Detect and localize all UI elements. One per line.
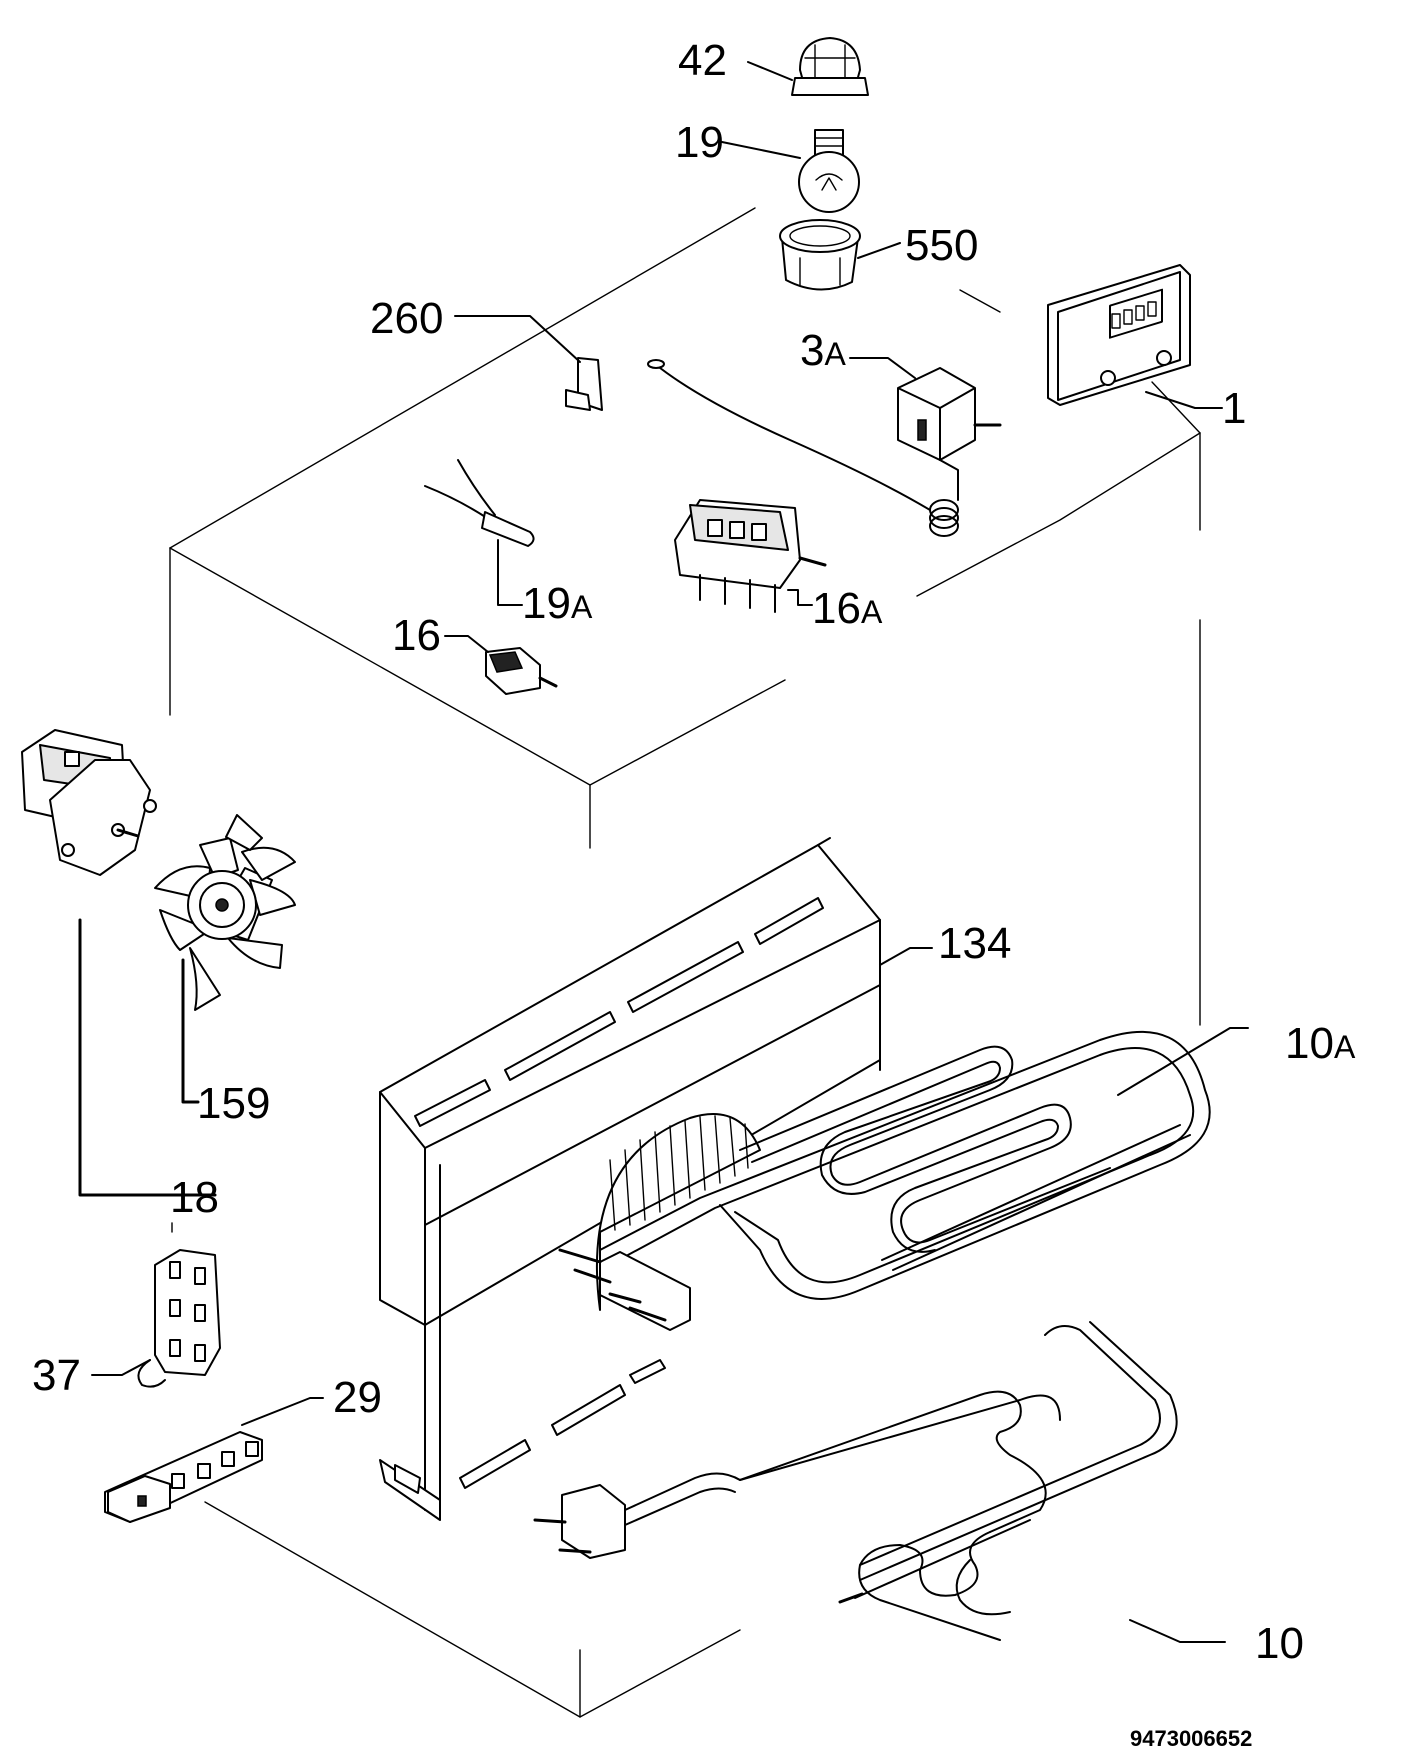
switch-contacts [707,519,767,541]
label-19A: 19A [522,579,593,628]
fan-motor-part-18 [21,729,217,1197]
label-29: 29 [333,1373,382,1422]
fan-grille [596,1113,761,1311]
clip-part-260 [454,315,603,411]
label-19A-suffix: A [571,589,593,625]
rear-panel-part-134 [379,837,933,1521]
label-550: 550 [905,221,978,270]
label-3A: 3A [800,326,846,375]
panel-slots-bottom [459,1359,666,1489]
capillary-coil [929,499,959,537]
drawing-code: 9473006652 [1130,1726,1252,1751]
fan-blade-part-159 [154,814,296,1104]
lamp-glass-part-550 [779,219,901,291]
label-10A-number: 10 [1285,1019,1334,1068]
label-3A-number: 3 [800,326,824,375]
part-labels: 42 19 550 260 3A 1 19A 16A 16 134 10A 15… [32,36,1356,1751]
safety-thermostat-part-37 [91,1249,221,1388]
terminal-block-part-29 [104,1397,324,1523]
lamp-cover-part-42 [747,37,869,96]
label-18: 18 [170,1173,219,1222]
label-37: 37 [32,1351,81,1400]
label-260: 260 [370,294,443,343]
push-switch-part-16 [444,635,558,695]
label-10A-suffix: A [1334,1029,1356,1065]
label-16A-suffix: A [861,594,883,630]
grill-serpentine [739,1045,1111,1253]
label-1: 1 [1222,384,1246,433]
label-19A-number: 19 [522,579,571,628]
label-19: 19 [675,118,724,167]
label-16: 16 [392,611,441,660]
label-42: 42 [678,36,727,85]
label-3A-suffix: A [824,336,846,372]
thermostat-part-3A [647,357,1002,537]
switch-terminals [699,574,776,613]
selector-switch-part-16A [674,499,827,613]
oven-cavity-outline [169,207,1201,1718]
panel-slots-top [414,897,824,1127]
label-10A: 10A [1285,1019,1356,1068]
sensor-probe-part-19A [424,459,535,606]
lamp-bulb-part-19 [721,129,860,213]
label-159: 159 [197,1079,270,1128]
label-134: 134 [938,919,1011,968]
timer-display-part-1 [1047,264,1223,409]
lower-element-part-10 [533,1321,1226,1643]
grill-element-part-10A [558,1027,1249,1331]
timer-digits [1111,301,1157,329]
label-16A: 16A [812,584,883,633]
label-10: 10 [1255,1619,1304,1668]
label-16A-number: 16 [812,584,861,633]
lower-element-loops [739,1390,1047,1641]
